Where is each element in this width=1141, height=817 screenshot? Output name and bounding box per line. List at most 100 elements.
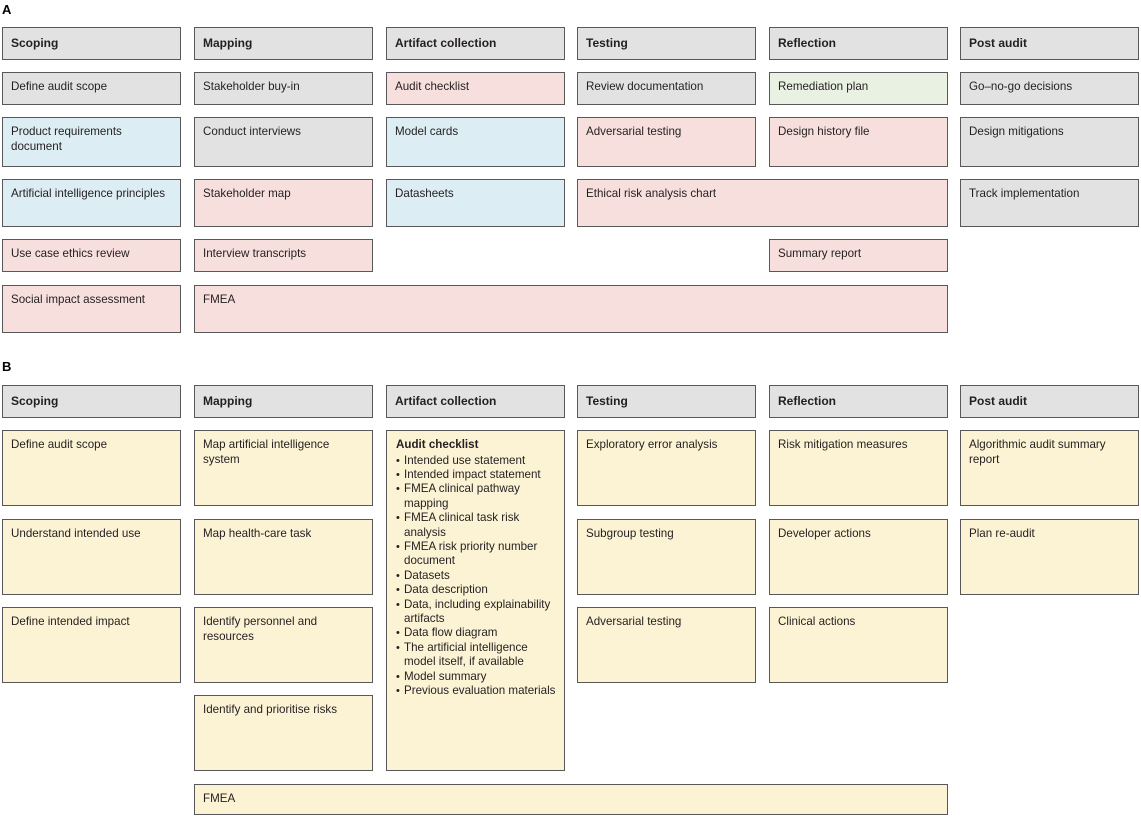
panel-b-column-header-reflection: Reflection [769, 385, 948, 418]
box-label: Plan re-audit [969, 527, 1035, 540]
checklist-item: FMEA clinical pathway mapping [396, 482, 557, 511]
box-label: Design mitigations [969, 125, 1064, 138]
panel-a-box-remediation-plan[interactable]: Remediation plan [769, 72, 948, 105]
audit-checklist-items: Intended use statement Intended impact s… [396, 454, 557, 699]
panel-a-box-audit-checklist[interactable]: Audit checklist [386, 72, 565, 105]
panel-b-box-risk-mitigation-measures[interactable]: Risk mitigation measures [769, 430, 948, 506]
panel-label-a: A [2, 2, 12, 17]
panel-b-box-exploratory-error-analysis[interactable]: Exploratory error analysis [577, 430, 756, 506]
panel-b-box-map-artificial-intelligence-system[interactable]: Map artificial intelligence system [194, 430, 373, 506]
panel-b-box-identify-personnel-and-resources[interactable]: Identify personnel and resources [194, 607, 373, 683]
panel-b-column-header-post-audit: Post audit [960, 385, 1139, 418]
panel-b-box-adversarial-testing[interactable]: Adversarial testing [577, 607, 756, 683]
box-label: Interview transcripts [203, 247, 307, 260]
panel-a-box-fmea[interactable]: FMEA [194, 285, 948, 333]
column-header-label: Artifact collection [395, 394, 497, 409]
checklist-item: Model summary [396, 670, 557, 685]
panel-b-column-header-scoping: Scoping [2, 385, 181, 418]
panel-a-box-stakeholder-map[interactable]: Stakeholder map [194, 179, 373, 227]
panel-b-box-identify-and-prioritise-risks[interactable]: Identify and prioritise risks [194, 695, 373, 771]
panel-a-box-artificial-intelligence-principles[interactable]: Artificial intelligence principles [2, 179, 181, 227]
panel-a-column-header-post-audit: Post audit [960, 27, 1139, 60]
panel-b-box-audit-checklist[interactable]: Audit checklist Intended use statement I… [386, 430, 565, 771]
panel-b-box-define-audit-scope[interactable]: Define audit scope [2, 430, 181, 506]
panel-a-box-model-cards[interactable]: Model cards [386, 117, 565, 167]
panel-a-column-header-scoping: Scoping [2, 27, 181, 60]
panel-b-box-understand-intended-use[interactable]: Understand intended use [2, 519, 181, 595]
panel-a-box-datasheets[interactable]: Datasheets [386, 179, 565, 227]
panel-a-box-design-history-file[interactable]: Design history file [769, 117, 948, 167]
box-label: Datasheets [395, 187, 454, 200]
panel-a-box-conduct-interviews[interactable]: Conduct interviews [194, 117, 373, 167]
panel-a-box-summary-report[interactable]: Summary report [769, 239, 948, 272]
box-label: Clinical actions [778, 615, 856, 628]
box-label: Summary report [778, 247, 862, 260]
panel-a-column-header-mapping: Mapping [194, 27, 373, 60]
panel-a-box-design-mitigations[interactable]: Design mitigations [960, 117, 1139, 167]
box-label: Design history file [778, 125, 870, 138]
box-label: Use case ethics review [11, 247, 130, 260]
box-label: Ethical risk analysis chart [586, 187, 717, 200]
column-header-label: Scoping [11, 36, 59, 51]
panel-a-box-track-implementation[interactable]: Track implementation [960, 179, 1139, 227]
panel-a-box-review-documentation[interactable]: Review documentation [577, 72, 756, 105]
panel-a-box-define-audit-scope[interactable]: Define audit scope [2, 72, 181, 105]
box-label: Stakeholder map [203, 187, 291, 200]
panel-a-box-product-requirements-document[interactable]: Product requirements document [2, 117, 181, 167]
panel-b-box-fmea[interactable]: FMEA [194, 784, 948, 815]
box-label: Social impact assessment [11, 293, 146, 306]
checklist-item: The artificial intelligence model itself… [396, 641, 557, 670]
checklist-item: Intended impact statement [396, 468, 557, 483]
column-header-label: Post audit [969, 394, 1028, 409]
panel-a-box-go-no-go-decisions[interactable]: Go–no-go decisions [960, 72, 1139, 105]
column-header-label: Testing [586, 394, 628, 409]
box-label: Remediation plan [778, 80, 869, 93]
column-header-label: Reflection [778, 394, 837, 409]
panel-b-column-header-artifact-collection: Artifact collection [386, 385, 565, 418]
column-header-label: Post audit [969, 36, 1028, 51]
checklist-item: FMEA risk priority number document [396, 540, 557, 569]
panel-a-column-header-artifact-collection: Artifact collection [386, 27, 565, 60]
panel-b-box-map-health-care-task[interactable]: Map health-care task [194, 519, 373, 595]
panel-a-box-stakeholder-buy-in[interactable]: Stakeholder buy-in [194, 72, 373, 105]
panel-a-box-social-impact-assessment[interactable]: Social impact assessment [2, 285, 181, 333]
panel-label-b: B [2, 359, 12, 374]
column-header-label: Artifact collection [395, 36, 497, 51]
box-label: Review documentation [586, 80, 704, 93]
panel-b-box-subgroup-testing[interactable]: Subgroup testing [577, 519, 756, 595]
checklist-item: Intended use statement [396, 454, 557, 469]
panel-b-box-clinical-actions[interactable]: Clinical actions [769, 607, 948, 683]
box-label: Map artificial intelligence system [203, 438, 330, 466]
box-label: Stakeholder buy-in [203, 80, 300, 93]
box-label: Track implementation [969, 187, 1080, 200]
box-label: Model cards [395, 125, 459, 138]
box-label: Audit checklist [395, 80, 470, 93]
panel-a-box-use-case-ethics-review[interactable]: Use case ethics review [2, 239, 181, 272]
box-label: Subgroup testing [586, 527, 674, 540]
panel-b-column-header-mapping: Mapping [194, 385, 373, 418]
panel-a-box-ethical-risk-analysis-chart[interactable]: Ethical risk analysis chart [577, 179, 948, 227]
panel-a-box-interview-transcripts[interactable]: Interview transcripts [194, 239, 373, 272]
box-label: Define intended impact [11, 615, 130, 628]
box-label: Understand intended use [11, 527, 141, 540]
panel-a-column-header-reflection: Reflection [769, 27, 948, 60]
column-header-label: Mapping [203, 36, 253, 51]
checklist-item: Data description [396, 583, 557, 598]
box-label: FMEA [203, 293, 236, 306]
panel-b-box-developer-actions[interactable]: Developer actions [769, 519, 948, 595]
column-header-label: Scoping [11, 394, 59, 409]
box-label: Go–no-go decisions [969, 80, 1073, 93]
box-label: Define audit scope [11, 80, 108, 93]
box-label: Exploratory error analysis [586, 438, 718, 451]
box-label: Product requirements document [11, 125, 122, 153]
box-label: Algorithmic audit summary report [969, 438, 1106, 466]
panel-a-box-adversarial-testing[interactable]: Adversarial testing [577, 117, 756, 167]
panel-b-box-plan-re-audit[interactable]: Plan re-audit [960, 519, 1139, 595]
box-label: Identify personnel and resources [203, 615, 318, 643]
column-header-label: Reflection [778, 36, 837, 51]
column-header-label: Mapping [203, 394, 253, 409]
panel-b-box-algorithmic-audit-summary-report[interactable]: Algorithmic audit summary report [960, 430, 1139, 506]
box-label: Risk mitigation measures [778, 438, 908, 451]
box-label: Map health-care task [203, 527, 312, 540]
panel-b-box-define-intended-impact[interactable]: Define intended impact [2, 607, 181, 683]
